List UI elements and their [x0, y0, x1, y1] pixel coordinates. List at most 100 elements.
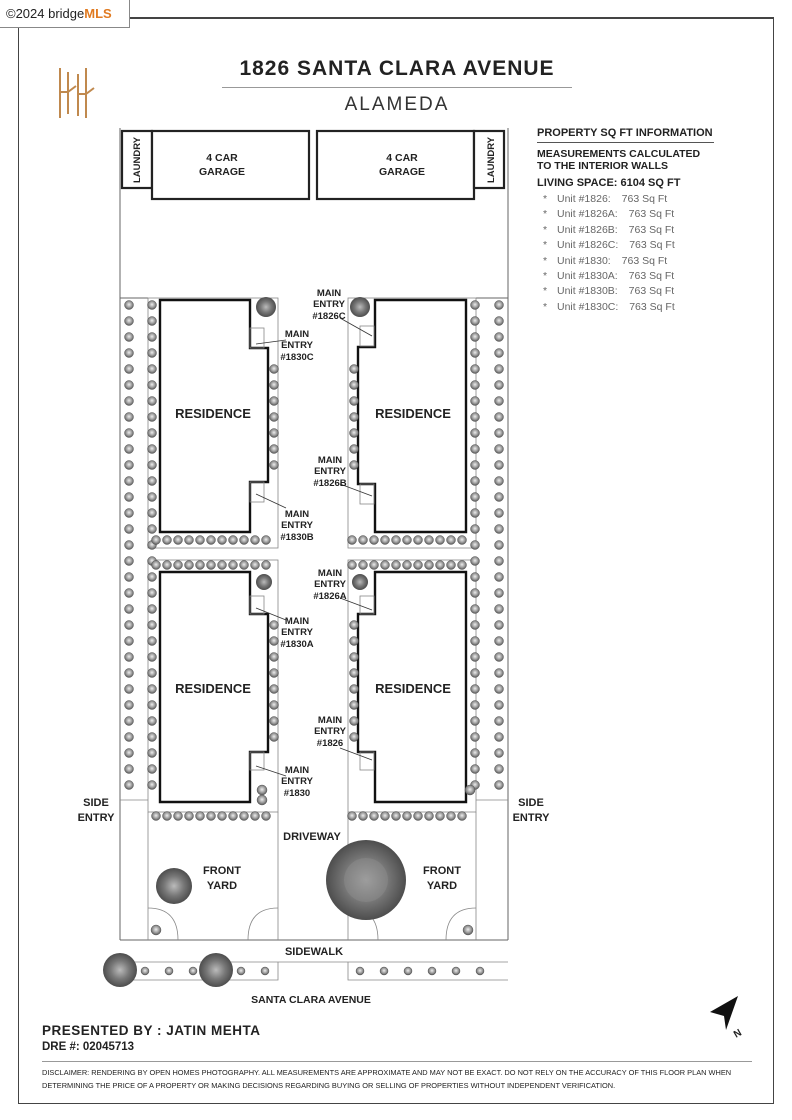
title-divider [222, 87, 572, 88]
shrub-icon [470, 668, 480, 678]
shrub-icon [124, 300, 134, 310]
shrub-icon [269, 380, 279, 390]
shrub-icon [494, 732, 504, 742]
shrub-icon [494, 316, 504, 326]
unit-sqft: 763 Sq Ft [625, 223, 675, 236]
shrub-icon [162, 560, 172, 570]
shrub-icon [239, 560, 249, 570]
front-yard-right-l2: YARD [427, 880, 457, 892]
shrub-icon [124, 636, 134, 646]
unit-row: *Unit #1826C: 763 Sq Ft [537, 238, 727, 253]
shrub-icon [494, 604, 504, 614]
shrub-icon [349, 428, 359, 438]
shrub-icon [236, 966, 246, 976]
bullet: * [543, 239, 548, 252]
shrub-icon [402, 560, 412, 570]
laundry-left-label: LAUNDRY [132, 136, 143, 183]
sqft-info-panel: PROPERTY SQ FT INFORMATION MEASUREMENTS … [537, 127, 727, 315]
shrub-icon [391, 535, 401, 545]
entry-1830: #1830 [284, 788, 310, 799]
laundry-right [472, 129, 506, 190]
entry-stoops [249, 325, 375, 771]
front-yard-left-l2: YARD [207, 880, 237, 892]
plan-label: ENTRY [314, 726, 347, 737]
shrub-icon [195, 560, 205, 570]
shrub-icon [269, 444, 279, 454]
unit-row: *Unit #1830C: 763 Sq Ft [537, 300, 727, 315]
shrub-icon [188, 966, 198, 976]
shrub-icon [239, 535, 249, 545]
plan-label: ENTRY [281, 340, 314, 351]
shrub-icon [494, 636, 504, 646]
shrub-large-icon [256, 297, 276, 317]
shrub-icon [147, 716, 157, 726]
plan-label: MAIN [285, 509, 309, 520]
shrub-icon [413, 535, 423, 545]
badge-mls: MLS [84, 6, 112, 21]
sidewalk-label: SIDEWALK [285, 946, 343, 958]
shrub-icon [424, 811, 434, 821]
shrub-icon [347, 811, 357, 821]
shrub-icon [349, 364, 359, 374]
shrub-icon [470, 620, 480, 630]
shrub-icon [349, 636, 359, 646]
plan-label: ENTRY [314, 466, 347, 477]
shrub-icon [184, 811, 194, 821]
top-rule [130, 17, 774, 18]
shrub-icon [470, 508, 480, 518]
plan-label: ENTRY [314, 579, 347, 590]
brand-logo-icon [59, 68, 95, 118]
living-space: LIVING SPACE: 6104 SQ FT [537, 177, 681, 189]
shrub-icon [269, 412, 279, 422]
residence-se-label: RESIDENCE [375, 681, 451, 696]
shrub-icon [470, 652, 480, 662]
shrub-icon [470, 748, 480, 758]
shrub-icon [475, 966, 485, 976]
shrub-icon [250, 560, 260, 570]
shrub-icon [413, 560, 423, 570]
page-frame [18, 18, 774, 1104]
badge-copyright: ©2024 bridge [6, 6, 85, 21]
unit-sqft: 763 Sq Ft [618, 254, 668, 267]
shrub-icon [470, 428, 480, 438]
lot-outline [119, 128, 509, 941]
unit-name: Unit #1830B: [557, 285, 618, 298]
shrub-icon [147, 476, 157, 486]
street-tree-left-icon [103, 953, 137, 987]
shrub-icon [239, 811, 249, 821]
unit-name: Unit #1830C: [557, 300, 619, 313]
shrub-icon [250, 811, 260, 821]
shrub-icon [435, 560, 445, 570]
shrub-icon [147, 524, 157, 534]
shrub-icon [147, 588, 157, 598]
property-city: ALAMEDA [344, 94, 450, 115]
garage-left-l2: GARAGE [199, 166, 245, 178]
shrub-icon [494, 524, 504, 534]
plan-label: MAIN [318, 455, 342, 466]
laundry-right-label: LAUNDRY [486, 136, 497, 183]
shrub-icon [470, 716, 480, 726]
shrub-icon [391, 811, 401, 821]
shrub-icon [124, 748, 134, 758]
shrub-icon [349, 396, 359, 406]
shrub-icon [124, 716, 134, 726]
shrub-icon [446, 811, 456, 821]
shrub-icon [162, 535, 172, 545]
shrub-icon [380, 535, 390, 545]
measurements-line1: MEASUREMENTS CALCULATED [537, 148, 701, 160]
shrub-icon [269, 396, 279, 406]
shrub-icon [494, 684, 504, 694]
shrub-icon [470, 492, 480, 502]
shrub-icon [124, 444, 134, 454]
shrub-icon [124, 348, 134, 358]
shrub-icon [349, 444, 359, 454]
unit-name: Unit #1826: [557, 193, 611, 205]
shrub-icon [173, 560, 183, 570]
shrub-large-icon [350, 297, 370, 317]
shrub-icon [217, 811, 227, 821]
shrub-large-icon [256, 574, 272, 590]
street-tree-right-icon [199, 953, 233, 987]
shrub-icon [147, 380, 157, 390]
shrub-icon [150, 924, 162, 936]
